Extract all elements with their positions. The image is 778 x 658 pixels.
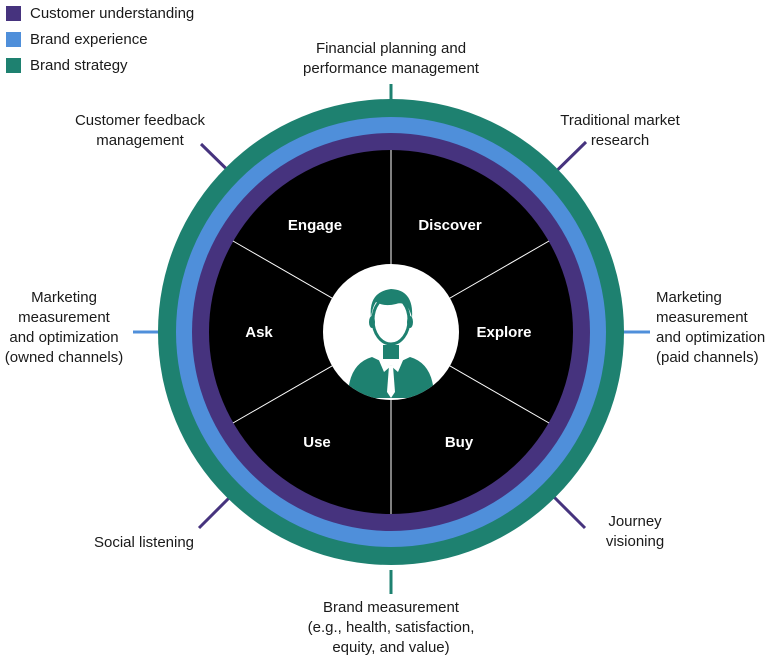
legend-label: Brand strategy bbox=[30, 56, 128, 74]
callout-marketing-optimization-paid: Marketing measurement and optimization (… bbox=[656, 289, 766, 366]
callout-brand-measurement: Brand measurement (e.g., health, satisfa… bbox=[307, 599, 475, 656]
segment-label-use: Use bbox=[303, 434, 331, 451]
legend-swatch bbox=[6, 31, 21, 47]
customer-avatar-icon bbox=[348, 289, 434, 398]
segment-label-discover: Discover bbox=[418, 217, 482, 234]
legend-item-customer-understanding: Customer understanding bbox=[6, 0, 194, 26]
callout-marketing-optimization-owned: Marketing measurement and optimization (… bbox=[4, 289, 124, 366]
legend-label: Customer understanding bbox=[30, 4, 195, 22]
segment-label-ask: Ask bbox=[245, 324, 273, 341]
legend-swatch bbox=[6, 5, 21, 21]
legend: Customer understanding Brand experience … bbox=[6, 0, 194, 78]
callout-financial-planning: Financial planning and performance manag… bbox=[303, 40, 479, 77]
segment-label-engage: Engage bbox=[288, 217, 342, 234]
callout-traditional-market-research: Traditional market research bbox=[560, 112, 680, 149]
segment-label-buy: Buy bbox=[445, 434, 474, 451]
legend-swatch bbox=[6, 57, 21, 73]
legend-label: Brand experience bbox=[30, 30, 148, 48]
legend-item-brand-strategy: Brand strategy bbox=[6, 52, 194, 78]
segment-label-explore: Explore bbox=[476, 324, 531, 341]
callout-social-listening: Social listening bbox=[93, 534, 195, 551]
legend-item-brand-experience: Brand experience bbox=[6, 26, 194, 52]
callout-customer-feedback-management: Customer feedback management bbox=[74, 112, 206, 149]
callout-journey-visioning: Journey visioning bbox=[605, 513, 665, 550]
